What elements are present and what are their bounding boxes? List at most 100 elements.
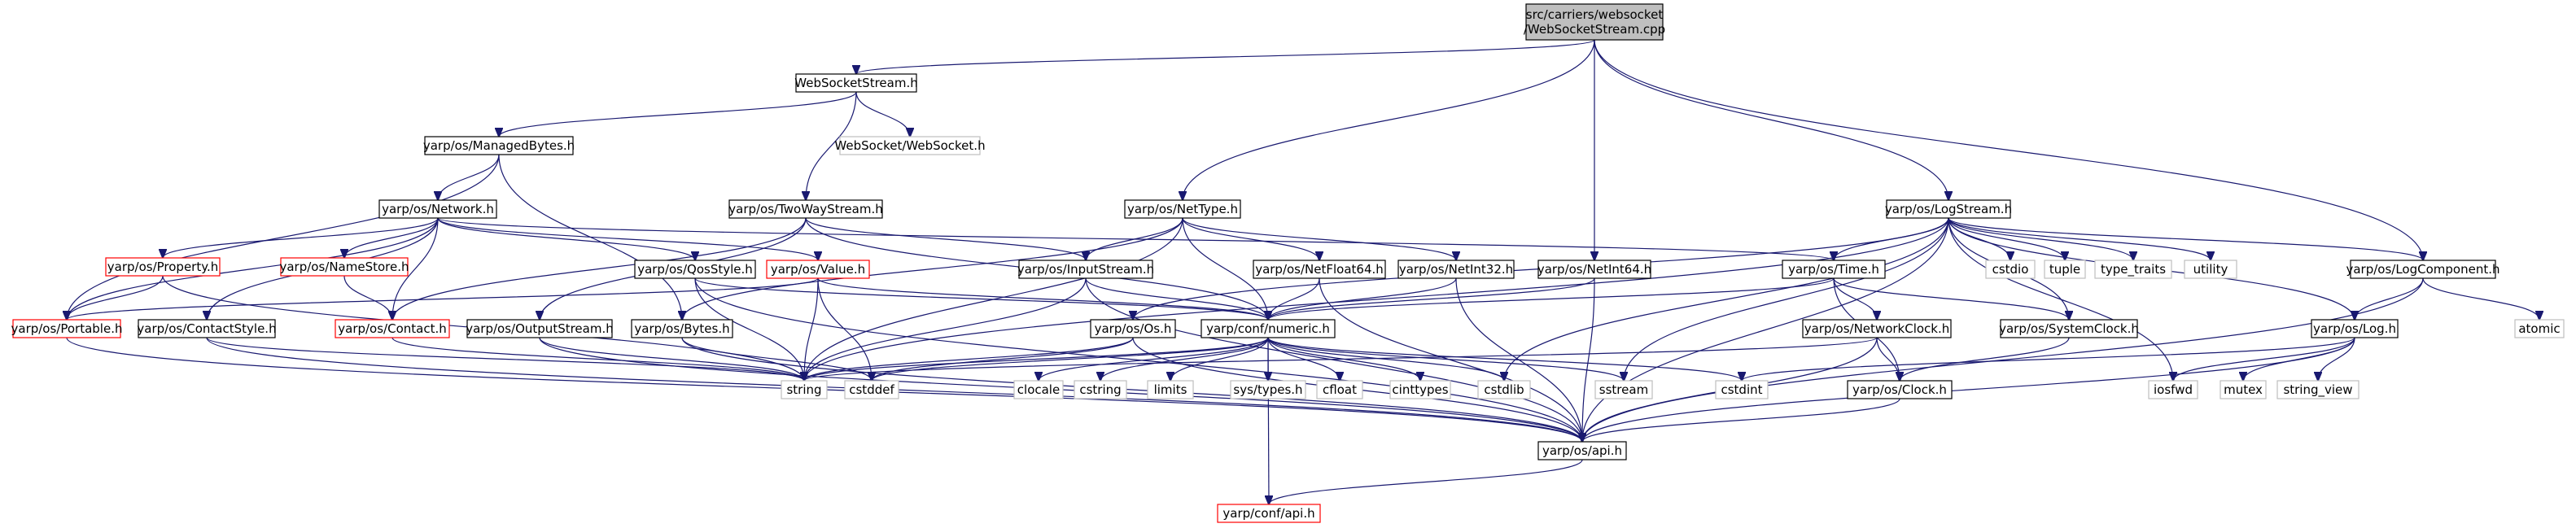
node-capi[interactable]: yarp/conf/api.h <box>1217 504 1321 523</box>
edge-mb-to-port <box>67 154 500 320</box>
node-box <box>1201 319 1336 338</box>
node-mutex[interactable]: mutex <box>2220 380 2267 399</box>
node-label: cstdio <box>1992 262 2029 277</box>
node-cstdio[interactable]: cstdio <box>1985 260 2036 279</box>
node-is[interactable]: yarp/os/InputStream.h <box>1017 260 1154 279</box>
node-label: tuple <box>2049 262 2080 277</box>
node-cstddef[interactable]: cstddef <box>844 380 899 399</box>
node-cinttypes[interactable]: cinttypes <box>1389 380 1451 399</box>
node-label: yarp/os/TwoWayStream.h <box>728 202 882 216</box>
node-label: yarp/os/Contact.h <box>338 321 447 336</box>
node-box <box>1782 260 1886 279</box>
node-api[interactable]: yarp/os/api.h <box>1537 441 1627 460</box>
node-log[interactable]: yarp/os/Log.h <box>2311 319 2399 338</box>
edge-prop-to-port <box>67 275 164 320</box>
node-numeric[interactable]: yarp/conf/numeric.h <box>1201 319 1336 338</box>
node-prop[interactable]: yarp/os/Property.h <box>105 257 221 277</box>
node-ns[interactable]: yarp/os/NameStore.h <box>279 257 409 277</box>
node-sstream[interactable]: sstream <box>1594 380 1653 399</box>
node-cstdlib[interactable]: cstdlib <box>1477 380 1531 399</box>
node-box <box>839 136 981 155</box>
node-label: yarp/conf/api.h <box>1222 506 1314 521</box>
node-label: string_view <box>2283 382 2352 398</box>
node-box <box>728 199 883 219</box>
node-port[interactable]: yarp/os/Portable.h <box>11 319 123 338</box>
node-box <box>1537 260 1651 279</box>
edge-nclock-to-clock <box>1876 337 1900 381</box>
node-box <box>1537 441 1627 460</box>
node-label: cfloat <box>1323 382 1357 397</box>
edge-net-to-contact <box>392 217 439 320</box>
node-clock[interactable]: yarp/os/Clock.h <box>1847 380 1953 399</box>
node-limits[interactable]: limits <box>1147 380 1194 399</box>
node-contact[interactable]: yarp/os/Contact.h <box>335 319 450 338</box>
node-tt[interactable]: type_traits <box>2094 260 2172 279</box>
node-cstdint[interactable]: cstdint <box>1715 380 1769 399</box>
edge-nclock-to-string <box>804 337 1878 381</box>
edge-lc-to-log <box>2355 277 2424 320</box>
edge-is-to-numeric <box>1085 277 1268 320</box>
node-iosfwd[interactable]: iosfwd <box>2148 380 2198 399</box>
node-cs[interactable]: yarp/os/ContactStyle.h <box>137 319 277 338</box>
edge-bytes-to-cstddef <box>681 337 872 381</box>
node-nt[interactable]: yarp/os/NetType.h <box>1124 199 1241 219</box>
node-nf64[interactable]: yarp/os/NetFloat64.h <box>1253 260 1386 279</box>
node-ni32[interactable]: yarp/os/NetInt32.h <box>1397 260 1515 279</box>
node-cstring[interactable]: cstring <box>1074 380 1127 399</box>
node-label: yarp/os/LogStream.h <box>1885 202 2012 216</box>
edge-numeric-to-string <box>804 337 1269 381</box>
edge-is-to-string <box>804 277 1087 381</box>
node-cfloat[interactable]: cfloat <box>1316 380 1363 399</box>
node-label: string <box>786 382 821 397</box>
node-box <box>1802 319 1952 338</box>
node-label: yarp/os/Bytes.h <box>634 321 729 336</box>
node-label: yarp/os/Portable.h <box>11 321 123 336</box>
node-tws[interactable]: yarp/os/TwoWayStream.h <box>728 199 883 219</box>
node-net[interactable]: yarp/os/Network.h <box>378 199 497 219</box>
node-ni64[interactable]: yarp/os/NetInt64.h <box>1537 260 1651 279</box>
node-sv[interactable]: string_view <box>2276 380 2360 399</box>
node-qos[interactable]: yarp/os/QosStyle.h <box>634 260 756 279</box>
node-box <box>378 199 497 219</box>
node-time[interactable]: yarp/os/Time.h <box>1782 260 1886 279</box>
edge-log-to-api <box>1582 337 2355 442</box>
node-atomic[interactable]: atomic <box>2514 319 2565 338</box>
node-label: cstring <box>1079 382 1121 397</box>
edge-ns-to-contact <box>343 275 392 320</box>
node-label: yarp/os/Time.h <box>1788 262 1879 277</box>
edge-contact-to-string <box>391 337 804 381</box>
node-mb[interactable]: yarp/os/ManagedBytes.h <box>423 136 575 155</box>
edge-numeric-to-sstream <box>1267 337 1624 381</box>
node-yos[interactable]: yarp/os/Os.h <box>1090 319 1176 338</box>
node-utility[interactable]: utility <box>2184 260 2237 279</box>
node-label: utility <box>2193 262 2228 277</box>
node-val[interactable]: yarp/os/Value.h <box>766 260 870 279</box>
node-systypes[interactable]: sys/types.h <box>1230 380 1306 399</box>
node-tuple[interactable]: tuple <box>2044 260 2086 279</box>
node-bytes[interactable]: yarp/os/Bytes.h <box>631 319 733 338</box>
node-box <box>2000 319 2138 338</box>
node-label: type_traits <box>2101 262 2166 277</box>
node-clocale[interactable]: clocale <box>1013 380 1064 399</box>
node-ls[interactable]: yarp/os/LogStream.h <box>1885 199 2012 219</box>
node-label: WebSocketStream.h <box>794 76 917 90</box>
node-wsws[interactable]: WebSocket/WebSocket.h <box>834 136 986 155</box>
node-box <box>2148 380 2198 399</box>
node-nclock[interactable]: yarp/os/NetworkClock.h <box>1802 319 1952 338</box>
node-box <box>1397 260 1515 279</box>
node-root[interactable]: src/carriers/websocket/WebSocketStream.c… <box>1524 3 1665 41</box>
edge-mb-to-net <box>438 154 500 200</box>
node-lc[interactable]: yarp/os/LogComponent.h <box>2346 260 2500 279</box>
node-sclock[interactable]: yarp/os/SystemClock.h <box>1999 319 2139 338</box>
node-string[interactable]: string <box>781 380 828 399</box>
node-label: yarp/os/ManagedBytes.h <box>423 138 575 153</box>
node-label: yarp/conf/numeric.h <box>1206 321 1330 336</box>
node-wss[interactable]: WebSocketStream.h <box>794 73 918 93</box>
edge-numeric-to-cstddef <box>872 337 1269 381</box>
node-label: yarp/os/Os.h <box>1095 321 1172 336</box>
node-os[interactable]: yarp/os/OutputStream.h <box>466 319 614 338</box>
node-label: yarp/os/NetInt64.h <box>1537 262 1651 277</box>
edge-net-to-prop <box>163 217 439 258</box>
node-box <box>1018 260 1153 279</box>
node-box <box>2276 380 2360 399</box>
